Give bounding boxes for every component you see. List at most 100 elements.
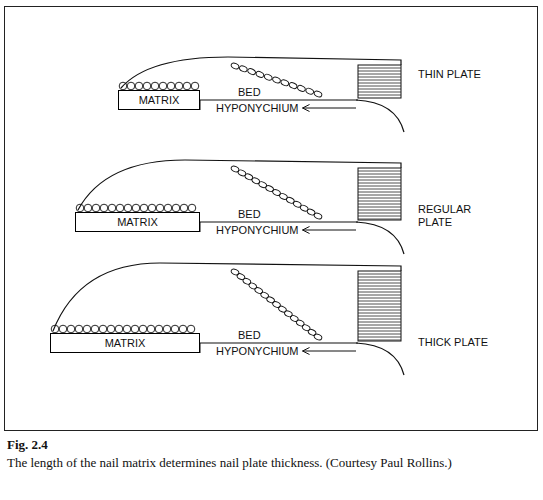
free-edge-stripe	[358, 301, 401, 302]
figure-caption: The length of the nail matrix determines…	[7, 455, 535, 471]
matrix-cell	[135, 82, 143, 90]
matrix-cell	[99, 325, 107, 333]
free-edge-stripe	[358, 325, 401, 326]
matrix-cell	[100, 204, 108, 212]
free-edge-stripe	[358, 319, 401, 320]
free-edge	[358, 65, 401, 98]
free-edge-stripe	[358, 313, 401, 314]
plate-cell	[272, 300, 281, 308]
free-edge-stripe	[358, 316, 401, 317]
matrix-cell	[151, 82, 159, 90]
hyponychium-leader	[303, 230, 356, 231]
plate-cell	[242, 277, 251, 285]
free-edge-stripe	[358, 177, 401, 178]
matrix-cell	[183, 82, 191, 90]
matrix-cell	[172, 204, 180, 212]
fingertip-outline	[356, 222, 404, 254]
free-edge-stripe	[358, 216, 401, 217]
free-edge-stripe	[358, 310, 401, 311]
free-edge-stripe	[358, 86, 401, 87]
matrix-cell	[91, 325, 99, 333]
free-edge-stripe	[358, 331, 401, 332]
free-edge-stripe	[358, 219, 401, 220]
matrix-box: MATRIX	[118, 90, 200, 110]
free-edge-stripe	[358, 274, 401, 275]
hyponychium-label: HYPONYCHIUM	[216, 224, 299, 237]
plate-cell	[284, 310, 293, 318]
free-edge-stripe	[358, 289, 401, 290]
plate-cell	[295, 319, 304, 327]
free-edge-stripe	[358, 186, 401, 187]
matrix-box: MATRIX	[75, 212, 200, 232]
plate-cell	[288, 82, 297, 90]
plate-cell	[260, 291, 269, 299]
free-edge-stripe	[358, 68, 401, 69]
plate-cell	[266, 296, 275, 304]
matrix-cell	[124, 204, 132, 212]
free-edge-stripe	[358, 92, 401, 93]
plate-cell	[248, 282, 257, 290]
matrix-cell	[147, 325, 155, 333]
plate-cell	[239, 65, 248, 73]
plate-thickness-label: THICK PLATE	[418, 336, 498, 349]
plate-cell	[305, 87, 314, 95]
matrix-cell	[131, 325, 139, 333]
matrix-cell	[108, 204, 116, 212]
plate-cell	[307, 328, 316, 336]
free-edge-stripe	[358, 322, 401, 323]
free-edge-stripe	[358, 74, 401, 75]
plate-cell	[301, 324, 310, 332]
bed-label: BED	[238, 329, 261, 342]
matrix-cell	[191, 82, 199, 90]
matrix-label: MATRIX	[117, 216, 158, 228]
matrix-cell	[167, 82, 175, 90]
hyponychium-leader	[303, 108, 356, 109]
hyponychium-label: HYPONYCHIUM	[216, 102, 299, 115]
matrix-cell	[164, 204, 172, 212]
matrix-cell	[156, 204, 164, 212]
free-edge-stripe	[358, 304, 401, 305]
matrix-cell	[92, 204, 100, 212]
bed-line	[200, 221, 358, 222]
free-edge-stripe	[358, 328, 401, 329]
hyponychium-leader	[303, 351, 356, 352]
free-edge-stripe	[358, 80, 401, 81]
arrowhead	[303, 348, 310, 355]
free-edge-stripe	[358, 174, 401, 175]
nail-plate-outline	[53, 263, 401, 331]
free-edge-stripe	[358, 198, 401, 199]
nail-plate-outline	[121, 57, 401, 88]
matrix-cell	[179, 325, 187, 333]
plate-cell	[313, 333, 322, 341]
plate-cell	[313, 212, 322, 220]
free-edge-stripe	[358, 277, 401, 278]
fingertip-outline	[356, 100, 404, 132]
matrix-cell	[51, 325, 59, 333]
matrix-cell	[188, 204, 196, 212]
plate-cell	[290, 314, 299, 322]
free-edge-stripe	[358, 180, 401, 181]
bed-label: BED	[238, 208, 261, 221]
plate-cell	[297, 84, 306, 92]
matrix-cell	[187, 325, 195, 333]
plate-cell	[272, 76, 281, 84]
plate-cell	[280, 79, 289, 87]
bed-line	[200, 342, 358, 343]
matrix-label: MATRIX	[139, 94, 180, 106]
plate-cell	[254, 287, 263, 295]
matrix-cell	[159, 82, 167, 90]
nail-panel	[51, 263, 404, 375]
free-edge	[358, 168, 401, 220]
matrix-cell	[148, 204, 156, 212]
free-edge-stripe	[358, 292, 401, 293]
free-edge-stripe	[358, 89, 401, 90]
plate-cell	[230, 62, 239, 70]
hyponychium-label: HYPONYCHIUM	[216, 345, 299, 358]
free-edge-stripe	[358, 77, 401, 78]
free-edge-stripe	[358, 195, 401, 196]
matrix-cell	[119, 82, 127, 90]
nail-plate-outline	[78, 160, 401, 210]
matrix-cell	[59, 325, 67, 333]
matrix-cell	[132, 204, 140, 212]
